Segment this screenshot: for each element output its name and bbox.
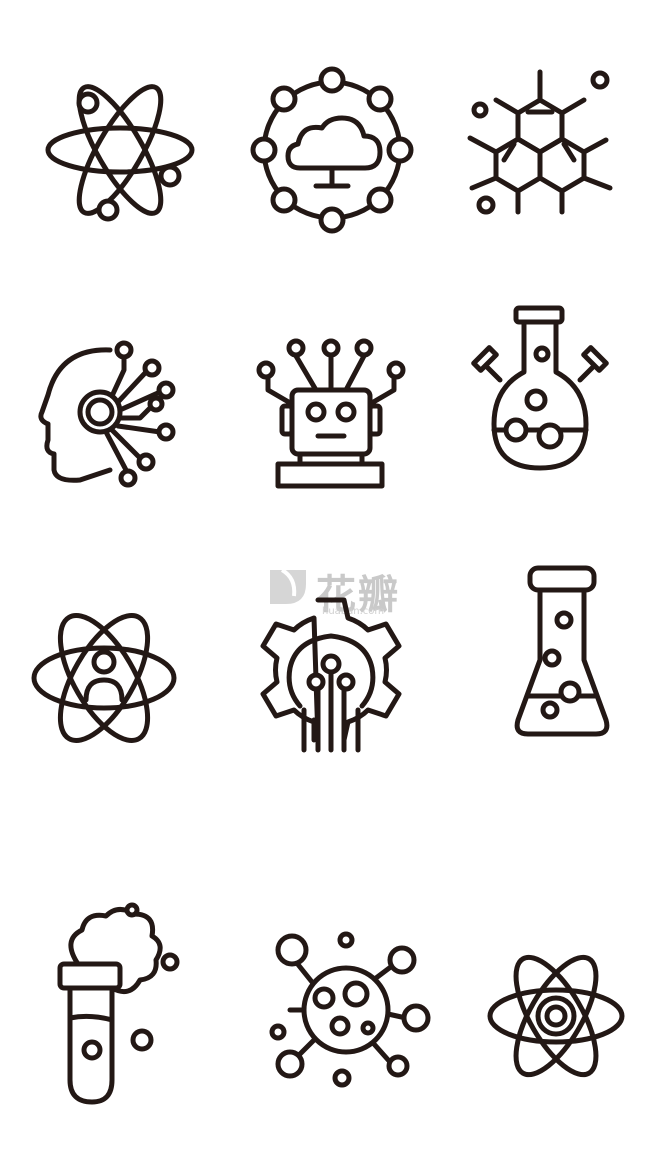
virus-icon [269, 931, 431, 1088]
atom-person-icon [31, 613, 177, 743]
human-head-circuit-icon [38, 340, 176, 488]
round-flask-icon [471, 305, 609, 471]
robot-icon [256, 338, 406, 489]
molecule-hexagon-icon [467, 69, 613, 215]
watermark-brand: 花瓣 [316, 572, 400, 618]
atom-orbit-icon [45, 84, 195, 222]
atom-nucleus-icon [487, 954, 625, 1078]
gear-circuit-icon [260, 597, 402, 753]
cloud-network-icon [250, 66, 414, 234]
test-tube-bubbling-icon [57, 902, 180, 1105]
erlenmeyer-flask-icon [514, 565, 610, 737]
watermark-domain: huaban.com [322, 606, 385, 617]
watermark-logo [266, 566, 312, 608]
